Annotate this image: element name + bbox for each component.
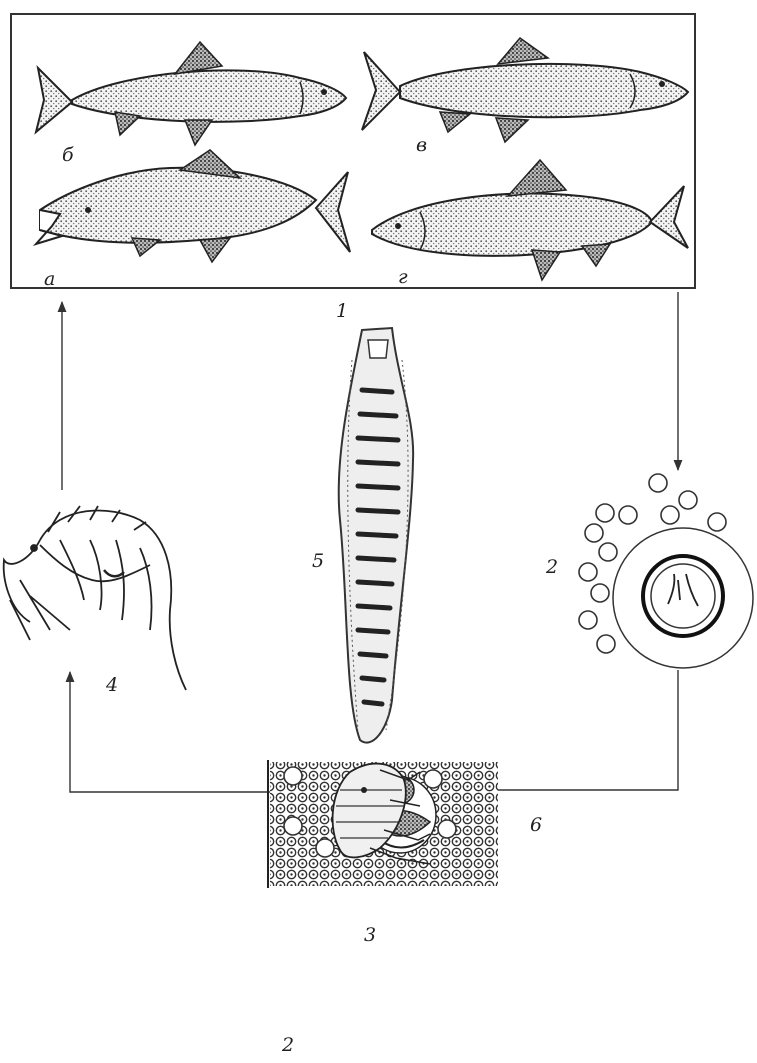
fish-a-drawing bbox=[36, 150, 350, 262]
fish-g-drawing bbox=[372, 160, 688, 280]
worm-label: 5 bbox=[312, 552, 324, 571]
arrow-larva-to-amphipod bbox=[70, 672, 272, 792]
fish-b-drawing bbox=[36, 42, 346, 145]
tissue-label: 6 bbox=[530, 816, 542, 835]
egg-drawing bbox=[579, 474, 753, 668]
arrow-egg-to-larva bbox=[468, 670, 678, 790]
egg-bottom-label: 2 bbox=[282, 1036, 294, 1055]
larva-label: 3 bbox=[364, 926, 376, 945]
fish-label-b: б bbox=[62, 146, 74, 165]
fish-label-v: в bbox=[416, 136, 427, 155]
egg-label: 2 bbox=[546, 558, 558, 577]
fish-label-g: г bbox=[398, 268, 408, 287]
worm-drawing bbox=[339, 328, 413, 743]
amphipod-label: 4 bbox=[106, 676, 118, 695]
fish-label-a: а bbox=[44, 270, 55, 289]
amphipod-drawing bbox=[4, 506, 186, 690]
fish-panel-label: 1 bbox=[336, 302, 348, 321]
fish-v-drawing bbox=[362, 38, 688, 142]
